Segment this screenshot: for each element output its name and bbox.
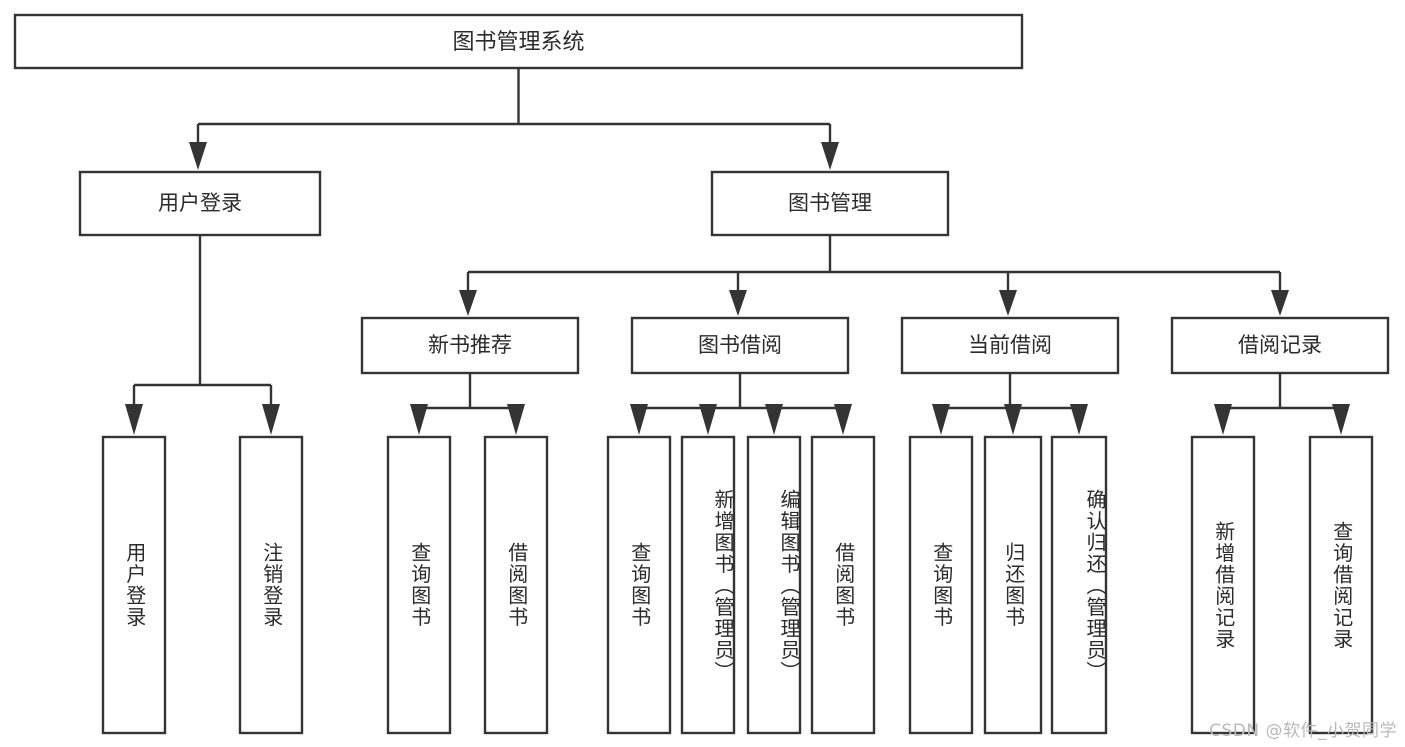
connector-group-new-book-recommend [410,373,525,435]
node-book-manage-label: 图书管理 [788,191,872,215]
csdn-watermark: CSDN @软件_小贺同学 [1209,721,1397,741]
node-new-book-recommend-label: 新书推荐 [428,333,512,357]
arrow-head-current-borrow [999,290,1017,316]
node-borrow-record-label: 借阅记录 [1238,333,1322,357]
leaf-box-query-book-2[interactable] [606,435,672,735]
leaf-box-return-book[interactable] [983,435,1043,735]
node-new-book-recommend[interactable]: 新书推荐 [360,316,580,375]
node-user-login-label: 用户登录 [158,191,242,215]
leaf-box-edit-book[interactable] [746,435,802,735]
node-current-borrow-label: 当前借阅 [968,333,1052,357]
node-book-borrow-label: 图书借阅 [698,333,782,357]
node-user-login-box[interactable] [78,170,322,237]
connector-group-root [189,68,839,170]
arrow-head-leaf-add-book [699,404,717,435]
arrow-head-leaf-query-book-3 [932,404,950,435]
node-borrow-record-box[interactable] [1170,316,1390,375]
arrow-head-leaf-borrow-book-1 [507,404,525,435]
arrow-head-book-borrow [729,290,747,316]
node-title-label: 图书管理系统 [452,30,584,55]
node-book-manage-box[interactable] [710,170,950,237]
leaf-box-query-book-3[interactable] [908,435,974,735]
node-title-box[interactable] [13,13,1024,70]
leaf-box-logout[interactable] [238,435,304,735]
connector-group-current-borrow [932,373,1088,435]
leaf-box-borrow-book-1[interactable] [483,435,549,735]
arrow-head-leaf-confirm-return [1070,404,1088,435]
node-current-borrow-box[interactable] [900,316,1120,375]
node-book-borrow-box[interactable] [630,316,850,375]
arrow-head-leaf-query-book-2 [630,404,648,435]
arrow-head-leaf-user-login [125,404,143,435]
leaf-box-query-book-1[interactable] [386,435,452,735]
arrow-head-leaf-query-book-1 [410,404,428,435]
node-book-manage[interactable]: 图书管理 [710,170,950,237]
connector-group-user-login [125,235,280,435]
arrow-head-leaf-query-record [1332,404,1350,435]
arrow-head-leaf-add-record [1214,404,1232,435]
node-title[interactable]: 图书管理系统 [13,13,1024,70]
arrow-head-new-book-recommend [459,290,477,316]
arrow-head-user-login [189,142,207,170]
leaf-box-query-record[interactable] [1308,435,1374,735]
node-new-book-recommend-box[interactable] [360,316,580,375]
node-user-login[interactable]: 用户登录 [78,170,322,237]
leaf-box-confirm-return[interactable] [1050,435,1108,735]
connector-group-book-manage [459,235,1289,316]
node-current-borrow[interactable]: 当前借阅 [900,316,1120,375]
arrow-head-book-manage [821,142,839,170]
arrow-head-borrow-record [1271,290,1289,316]
leaf-box-add-book[interactable] [680,435,736,735]
connector-group-borrow-record [1214,373,1350,435]
leaf-box-user-login[interactable] [101,435,167,735]
arrow-head-leaf-borrow-book-2 [834,404,852,435]
leaf-box-borrow-book-2[interactable] [810,435,876,735]
node-borrow-record[interactable]: 借阅记录 [1170,316,1390,375]
leaf-box-add-record[interactable] [1190,435,1256,735]
arrow-head-leaf-return-book [1004,404,1022,435]
arrow-head-leaf-edit-book [765,404,783,435]
arrow-head-leaf-logout [262,404,280,435]
node-book-borrow[interactable]: 图书借阅 [630,316,850,375]
connector-group-book-borrow [630,373,852,435]
